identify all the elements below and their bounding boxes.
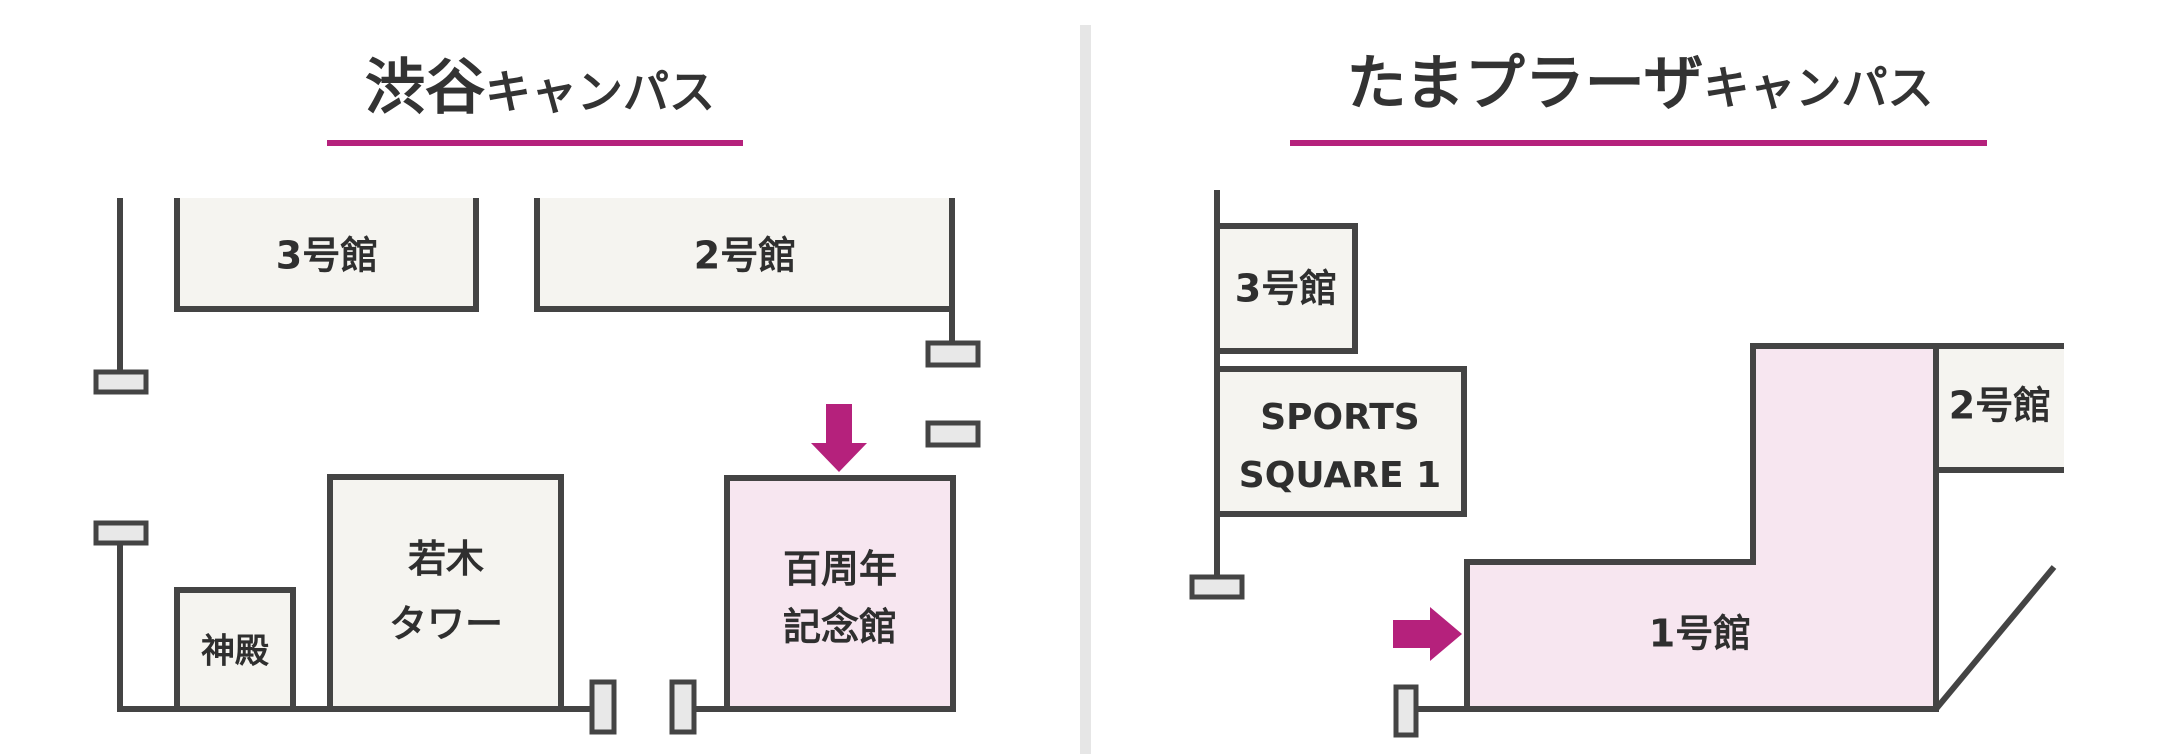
- shibuya-building-2-outline: [534, 198, 955, 312]
- shibuya-building-3-outline: [174, 198, 479, 312]
- shibuya-shinden-label: 神殿: [201, 632, 269, 672]
- shibuya-shinden: [174, 587, 296, 712]
- shibuya-gate-right-upper: [925, 340, 981, 368]
- tama-gate-left: [1189, 574, 1245, 600]
- shibuya-title-sub: キャンパス: [485, 65, 715, 119]
- tama-building-1-label: 1号館: [1649, 612, 1751, 656]
- tama-sports-square-label-1: SPORTS: [1260, 397, 1420, 438]
- shibuya-gate-bottom-right: [669, 679, 697, 735]
- shibuya-centennial-hall-label-2: 記念館: [783, 605, 897, 649]
- shibuya-campus: 渋谷キャンパス 3号館 2号館 若木 タワー 神殿 百周年 記念館: [93, 53, 981, 735]
- tama-sports-square: [1214, 366, 1467, 517]
- tama-sports-square-label-2: SQUARE 1: [1239, 455, 1441, 496]
- shibuya-title-underline: [327, 140, 743, 146]
- shibuya-building-3-label: 3号館: [276, 234, 378, 278]
- shibuya-building-2-label: 2号館: [694, 234, 796, 278]
- shibuya-entrance-arrow-icon: [811, 404, 867, 472]
- tama-diagonal-wall: [1933, 565, 2057, 711]
- panel-divider: [1080, 25, 1091, 754]
- shibuya-gate-left-lower: [93, 520, 149, 546]
- tama-title: たまプラーザキャンパス: [1347, 49, 1934, 119]
- shibuya-centennial-hall-label-1: 百周年: [783, 547, 897, 591]
- tama-title-sub: キャンパス: [1704, 61, 1934, 115]
- tama-title-main: たまプラーザ: [1347, 49, 1704, 119]
- shibuya-gate-right-lower: [925, 420, 981, 448]
- shibuya-gate-left-upper: [93, 369, 149, 395]
- tama-campus: たまプラーザキャンパス 3号館 SPORTS SQUARE 1 2号館 1号館: [1189, 49, 2064, 738]
- tama-building-3: [1214, 223, 1358, 354]
- shibuya-centennial-hall: [724, 475, 956, 712]
- shibuya-wakagi-tower-label-2: タワー: [389, 602, 503, 646]
- tama-building-3-label: 3号館: [1235, 267, 1337, 311]
- shibuya-title: 渋谷キャンパス: [365, 53, 715, 123]
- tama-building-2-label: 2号館: [1949, 384, 2051, 428]
- shibuya-wakagi-tower: [327, 474, 564, 712]
- shibuya-wakagi-tower-label-1: 若木: [408, 537, 484, 581]
- shibuya-gate-bottom-left: [589, 679, 617, 735]
- tama-gate-bottom: [1393, 684, 1419, 738]
- shibuya-title-main: 渋谷: [365, 53, 485, 123]
- tama-entrance-arrow-icon: [1393, 607, 1462, 661]
- tama-title-underline: [1290, 140, 1987, 146]
